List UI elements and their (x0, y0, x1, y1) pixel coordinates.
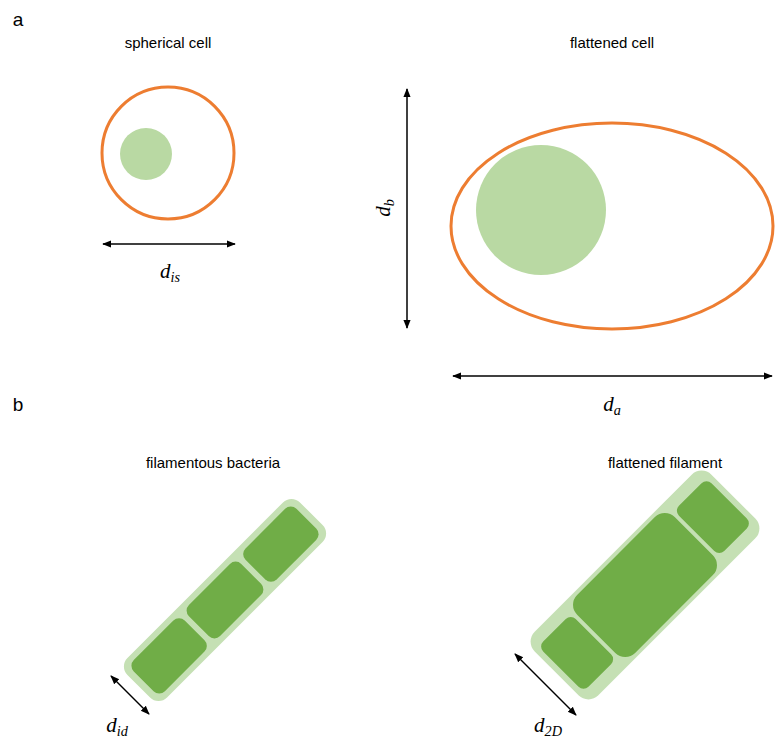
symbol: filamentous bacteria (146, 454, 280, 471)
subscript: is (170, 270, 180, 286)
dimension-label: db (372, 199, 395, 217)
symbol: d (106, 713, 117, 737)
nucleus (476, 145, 606, 275)
panel-title: filamentous bacteria (146, 455, 280, 472)
subscript: id (117, 724, 128, 740)
symbol: flattened cell (570, 34, 654, 51)
symbol: d (160, 259, 171, 283)
dimension-label: d2D (534, 714, 562, 737)
dimension-arrow (406, 89, 408, 328)
filament (119, 494, 331, 706)
dimension-label: da (603, 393, 621, 416)
dimension-label: dis (160, 260, 180, 283)
dimension-arrow (111, 676, 149, 714)
symbol: d (603, 392, 614, 416)
subscript: a (614, 403, 621, 419)
cell-membrane (102, 87, 234, 219)
symbol: flattened filament (608, 454, 722, 471)
panel-title: flattened cell (570, 35, 654, 52)
symbol: b (13, 394, 24, 415)
panel-letter: b (13, 395, 24, 416)
symbol: d (534, 713, 545, 737)
subscript: b (382, 199, 398, 206)
dimension-arrow (453, 375, 772, 377)
dimension-label: did (106, 714, 128, 737)
nucleus (120, 128, 172, 180)
subscript: 2D (545, 724, 562, 740)
dimension-arrow (515, 654, 576, 715)
symbol: spherical cell (125, 34, 212, 51)
dimension-arrow (103, 243, 235, 245)
symbol: d (371, 206, 395, 217)
symbol: a (13, 9, 24, 30)
panel-title: flattened filament (608, 455, 722, 472)
panel-title: spherical cell (125, 35, 212, 52)
cell-membrane (451, 123, 773, 329)
panel-letter: a (13, 10, 24, 31)
filament (525, 465, 765, 705)
